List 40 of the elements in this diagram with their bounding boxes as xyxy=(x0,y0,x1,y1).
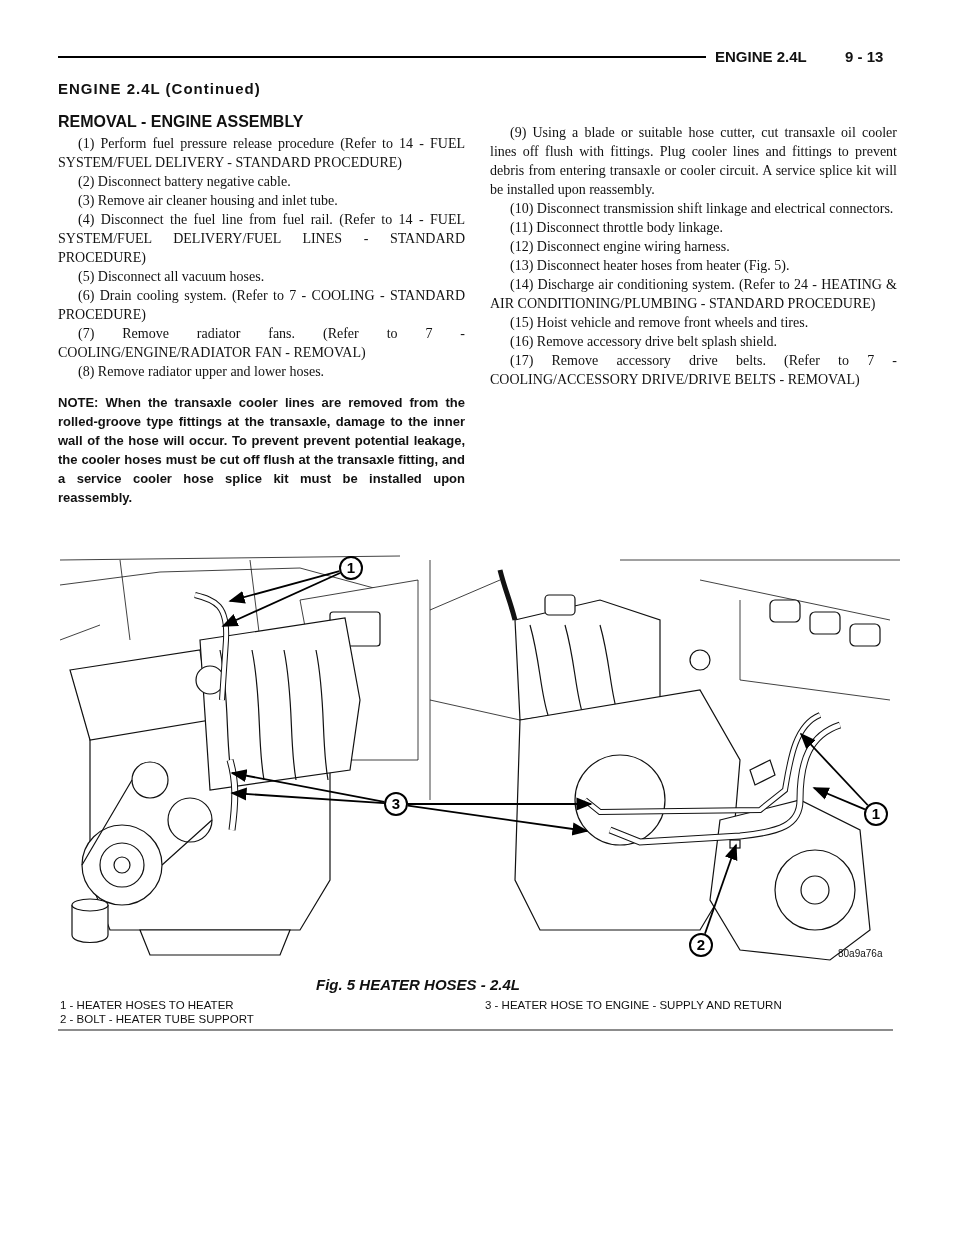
step-text: (14) Discharge air conditioning system. (Refer to 24 - HEATING & AIR CONDITIONING/PLUMBING - STANDARD PROCEDURE) xyxy=(490,276,897,313)
leader-line xyxy=(230,787,385,805)
leader-line xyxy=(230,769,386,803)
page-header: ENGINE 2.4L xyxy=(715,48,807,66)
step-text: (3) Remove air cleaner housing and inlet tube. xyxy=(77,192,339,210)
note-text: NOTE: When the transaxle cooler lines are removed from the rolled-groove type fittings at the transaxle, damage to the inner wall of the hose will occur. To prevent prevent potential leakage, the cooler hoses must be cut off flush at the transaxle fitting, and a service cooler hose splice kit must be installed upon reassembly. xyxy=(58,394,465,507)
leader-line xyxy=(228,570,341,604)
step-text: (11) Disconnect throttle body linkage. xyxy=(509,219,724,237)
step-text: (1) Perform fuel pressure release procedure (Refer to 14 - FUEL SYSTEM/FUEL DELIVERY - STANDARD PROCEDURE) xyxy=(58,135,465,172)
figure-code: 80a9a76a xyxy=(838,948,883,960)
leader-line xyxy=(221,572,341,627)
callout-number: 1 xyxy=(339,556,363,580)
leader-line xyxy=(812,787,866,811)
leader-line xyxy=(799,732,869,807)
leader-line xyxy=(407,797,593,811)
legend-entry: 2 - BOLT - HEATER TUBE SUPPORT xyxy=(60,1012,254,1026)
figure-caption: Fig. 5 HEATER HOSES - 2.4L xyxy=(315,976,521,994)
callout-number: 3 xyxy=(384,792,408,816)
step-text: (12) Disconnect engine wiring harness. xyxy=(509,238,731,256)
step-text: (5) Disconnect all vacuum hoses. xyxy=(77,268,266,286)
section-heading: REMOVAL - ENGINE ASSEMBLY xyxy=(58,111,305,133)
step-text: (7) Remove radiator fans. (Refer to 7 - COOLING/ENGINE/RADIATOR FAN - REMOVAL) xyxy=(58,325,465,362)
page-number: 9 - 13 xyxy=(845,48,884,66)
leader-line xyxy=(407,804,589,836)
step-text: (10) Disconnect transmission shift linkage and electrical connectors. xyxy=(509,200,895,218)
legend-entry: 1 - HEATER HOSES TO HEATER xyxy=(60,998,234,1012)
step-text: (13) Disconnect heater hoses from heater (Fig. 5). xyxy=(509,257,791,275)
step-text: (15) Hoist vehicle and remove front wheels and tires. xyxy=(509,314,810,332)
legend-entry: 3 - HEATER HOSE TO ENGINE - SUPPLY AND RETURN xyxy=(485,998,782,1012)
step-text: (16) Remove accessory drive belt splash shield. xyxy=(509,333,779,351)
step-text: (9) Using a blade or suitable hose cutter, cut transaxle oil cooler lines off flush with fittings. Plug cooler lines and fittings to prevent debris from entering transaxle or cooler circuit. A service splice kit will be installed upon reassembly. xyxy=(490,124,897,199)
leader-line xyxy=(704,843,738,935)
step-text: (17) Remove accessory drive belts. (Refer to 7 - COOLING/ACCESSORY DRIVE/DRIVE BELTS - REMOVAL) xyxy=(490,352,897,389)
step-text: (2) Disconnect battery negative cable. xyxy=(77,173,292,191)
section-heading: ENGINE 2.4L (Continued) xyxy=(58,80,261,98)
callout-number: 1 xyxy=(864,802,888,826)
step-text: (4) Disconnect the fuel line from fuel rail. (Refer to 14 - FUEL SYSTEM/FUEL DELIVERY/FUEL LINES - STANDARD PROCEDURE) xyxy=(58,211,465,267)
step-text: (6) Drain cooling system. (Refer to 7 - COOLING - STANDARD PROCEDURE) xyxy=(58,287,465,324)
callout-number: 2 xyxy=(689,933,713,957)
step-text: (8) Remove radiator upper and lower hoses. xyxy=(77,363,326,381)
